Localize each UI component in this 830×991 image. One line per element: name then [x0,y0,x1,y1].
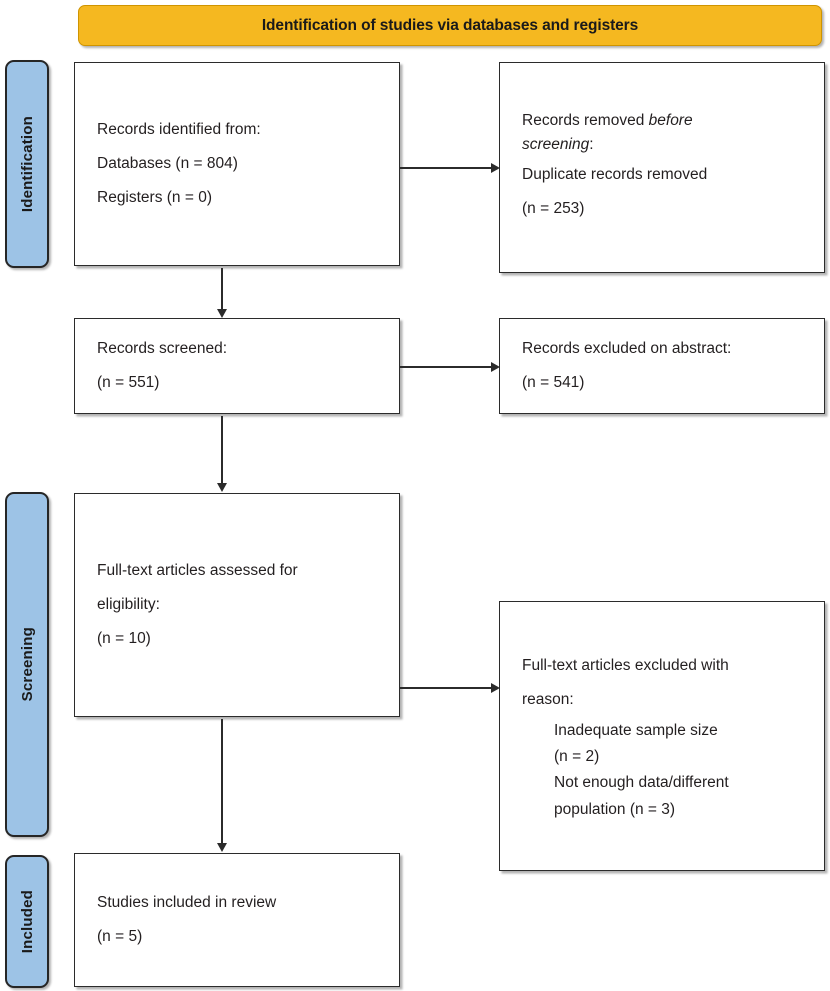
stage-label-identification-text: Identification [18,115,36,213]
box-records-screened: Records screened: (n = 551) [74,318,400,414]
box-records-excluded-abstract: Records excluded on abstract: (n = 541) [499,318,825,414]
stage-label-identification: Identification [5,60,49,268]
studies-included-line-1: Studies included in review [97,893,277,911]
records-screened-line-1: Records screened: [97,339,228,357]
arrow-fulltext-to-excluded-reason [400,687,492,689]
arrow-identified-to-screened [221,268,223,310]
records-identified-line-1: Records identified from: [97,120,261,138]
fulltext-excluded-line-2: reason: [522,691,574,709]
stage-label-screening-text: Screening [18,627,36,702]
records-excluded-abstract-line-2: (n = 541) [522,374,585,391]
fulltext-excluded-reason-1-count: (n = 2) [554,748,600,765]
studies-included-line-2: (n = 5) [97,928,143,945]
box-records-identified: Records identified from: Databases (n = … [74,62,400,266]
records-identified-line-3: Registers (n = 0) [97,189,213,207]
records-removed-prefix: Records removed [522,111,649,129]
records-removed-line-2: screening: [522,137,802,153]
box-fulltext-assessed: Full-text articles assessed for eligibil… [74,493,400,717]
stage-label-included: Included [5,855,49,988]
fulltext-excluded-reason-2: Not enough data/different [554,774,729,792]
box-records-removed: Records removed before screening: Duplic… [499,62,825,273]
arrow-identified-to-removed [400,167,492,169]
fulltext-excluded-line-1: Full-text articles excluded with [522,657,729,675]
records-removed-emphasis-screening: screening [522,136,590,154]
arrow-screened-to-excluded-abstract [400,366,492,368]
arrow-screened-to-fulltext [221,416,223,484]
stage-label-included-text: Included [18,889,36,954]
box-fulltext-excluded-reason: Full-text articles excluded with reason:… [499,601,825,871]
box-studies-included: Studies included in review (n = 5) [74,853,400,987]
records-screened-line-2: (n = 551) [97,374,160,391]
fulltext-excluded-reason-2-count: population (n = 3) [554,800,676,818]
phase-header-title: Identification of studies via databases … [261,16,639,34]
phase-header-banner: Identification of studies via databases … [78,5,822,46]
records-identified-line-2: Databases (n = 804) [97,154,238,172]
records-removed-line-1: Records removed before [522,111,802,129]
fulltext-assessed-line-1: Full-text articles assessed for [97,561,298,579]
records-removed-line-3: Duplicate records removed [522,165,708,183]
arrow-fulltext-to-included [221,719,223,844]
records-removed-emphasis-before: before [648,111,693,129]
fulltext-assessed-line-3: (n = 10) [97,630,151,648]
records-excluded-abstract-line-1: Records excluded on abstract: [522,339,732,357]
fulltext-assessed-line-2: eligibility: [97,595,160,613]
stage-label-screening: Screening [5,492,49,837]
fulltext-excluded-reason-1: Inadequate sample size [554,721,718,739]
records-removed-colon: : [589,136,594,154]
records-removed-line-4: (n = 253) [522,199,585,217]
